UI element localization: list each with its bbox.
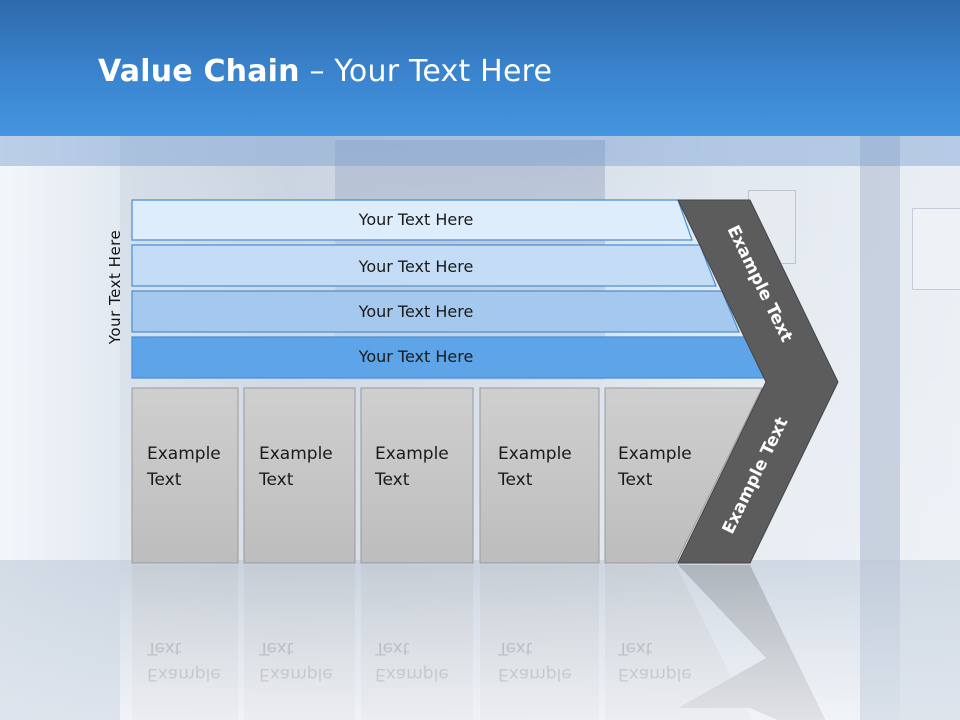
slide-title: Value Chain – Your Text Here xyxy=(98,54,552,89)
box-text-5-line1: Example xyxy=(618,444,692,464)
box-text-3-line1: Example xyxy=(375,444,449,464)
background-sign xyxy=(912,208,960,290)
activity-box-5[interactable] xyxy=(604,387,763,564)
chevron-shape[interactable] xyxy=(677,199,839,564)
activity-boxes: Example Text Example Text Example Text E… xyxy=(131,387,763,564)
row-label-2: Your Text Here xyxy=(358,257,474,276)
activity-box-1[interactable] xyxy=(131,387,239,564)
box-text-4-line2: Text xyxy=(497,470,533,490)
box-text-1-line1: Example xyxy=(147,444,221,464)
row-banner-1[interactable] xyxy=(131,199,693,241)
title-rest: – Your Text Here xyxy=(299,54,553,89)
reflection-fade xyxy=(120,565,860,720)
box-text-1-line2: Text xyxy=(146,470,182,490)
box-text-2-line1: Example xyxy=(259,444,333,464)
activity-box-3[interactable] xyxy=(360,387,474,564)
row-label-1: Your Text Here xyxy=(358,210,474,229)
row-banner-group: Your Text Here Your Text Here Your Text … xyxy=(131,199,765,379)
header-band xyxy=(0,136,960,166)
box-text-3-line2: Text xyxy=(374,470,410,490)
row-label-3: Your Text Here xyxy=(358,302,474,321)
box-text-5-line2: Text xyxy=(617,470,653,490)
margin-chevron: Example Text Example Text xyxy=(677,199,839,564)
activity-box-2[interactable] xyxy=(243,387,356,564)
header-bar xyxy=(0,0,960,136)
title-bold: Value Chain xyxy=(98,54,300,89)
row-banner-2[interactable] xyxy=(131,244,717,287)
box-text-4-line1: Example xyxy=(498,444,572,464)
row-banner-3[interactable] xyxy=(131,290,740,333)
activity-box-4[interactable] xyxy=(479,387,600,564)
row-label-4: Your Text Here xyxy=(358,347,474,366)
box-text-2-line2: Text xyxy=(258,470,294,490)
